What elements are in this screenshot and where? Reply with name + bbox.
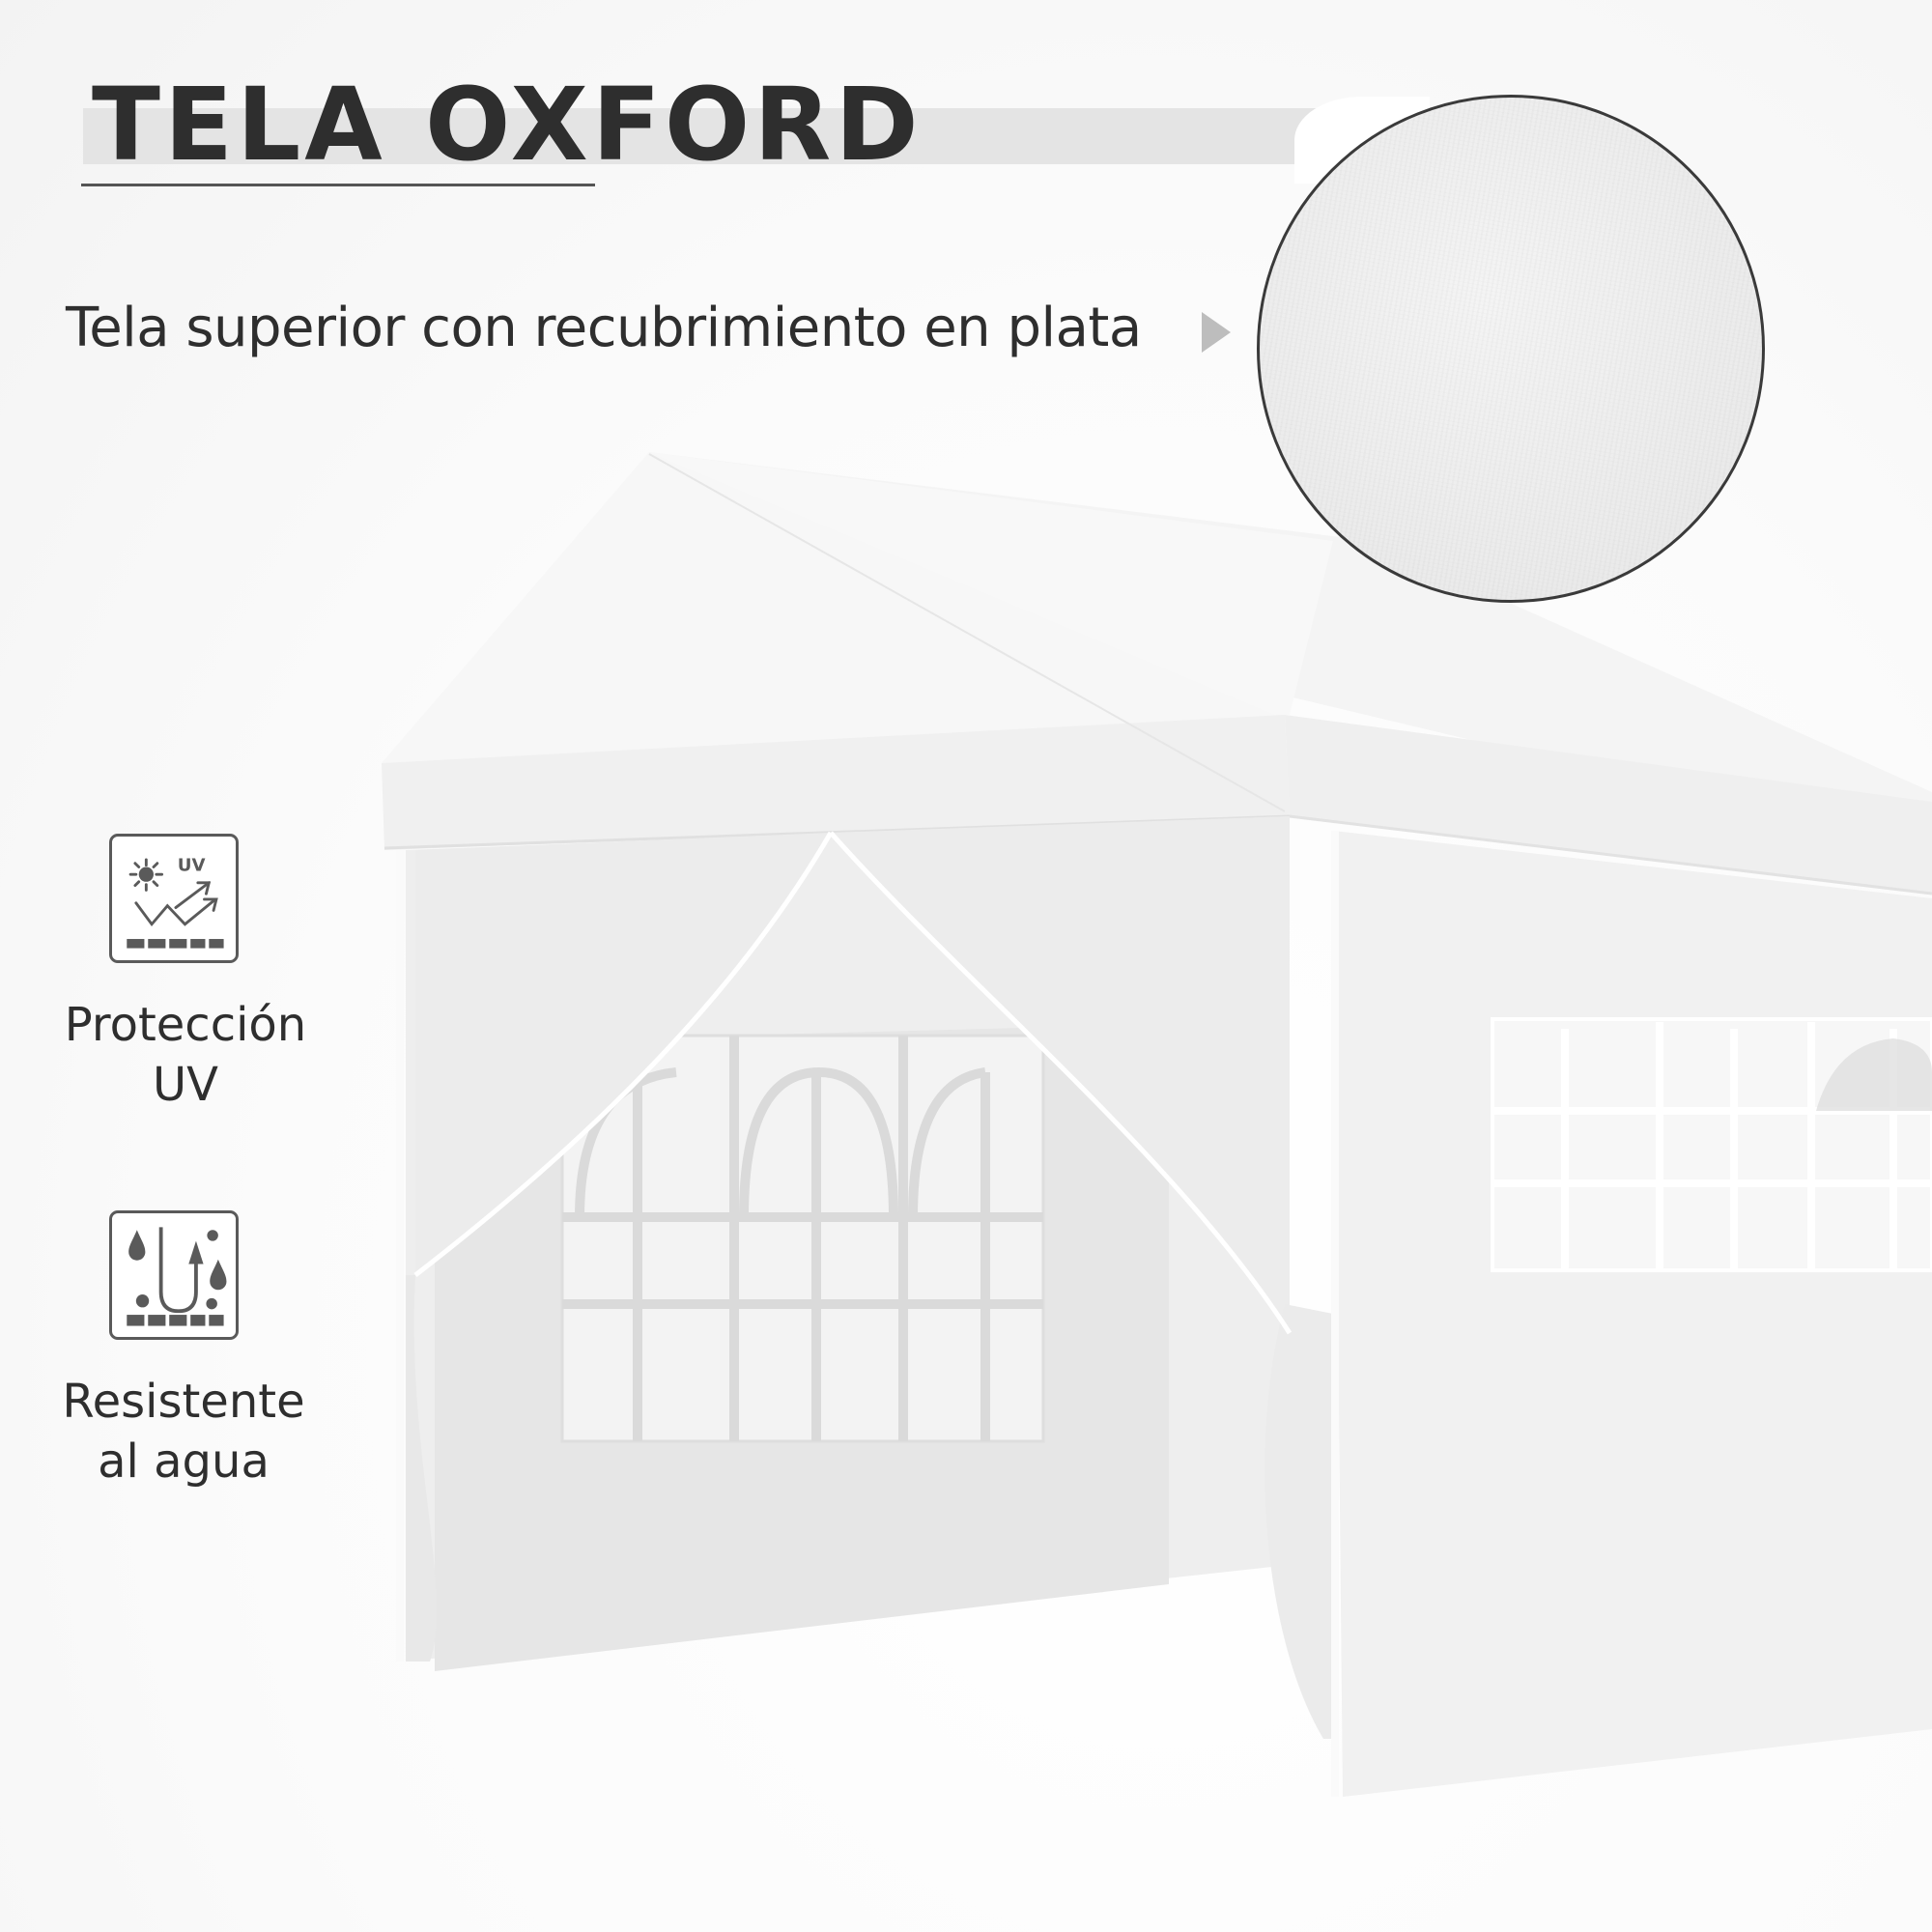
uv-protection-icon: UV xyxy=(109,834,239,963)
title-underline xyxy=(81,184,595,186)
svg-text:UV: UV xyxy=(178,855,206,875)
water-resistant-icon xyxy=(109,1210,239,1340)
triangle-right-icon xyxy=(1202,312,1231,353)
title-highlight-band xyxy=(83,108,1378,164)
page-title: TELA OXFORD xyxy=(92,66,923,184)
feature-caption: Tela superior con recubrimiento en plata xyxy=(66,297,1142,359)
fabric-swatch-closeup xyxy=(1257,95,1765,603)
